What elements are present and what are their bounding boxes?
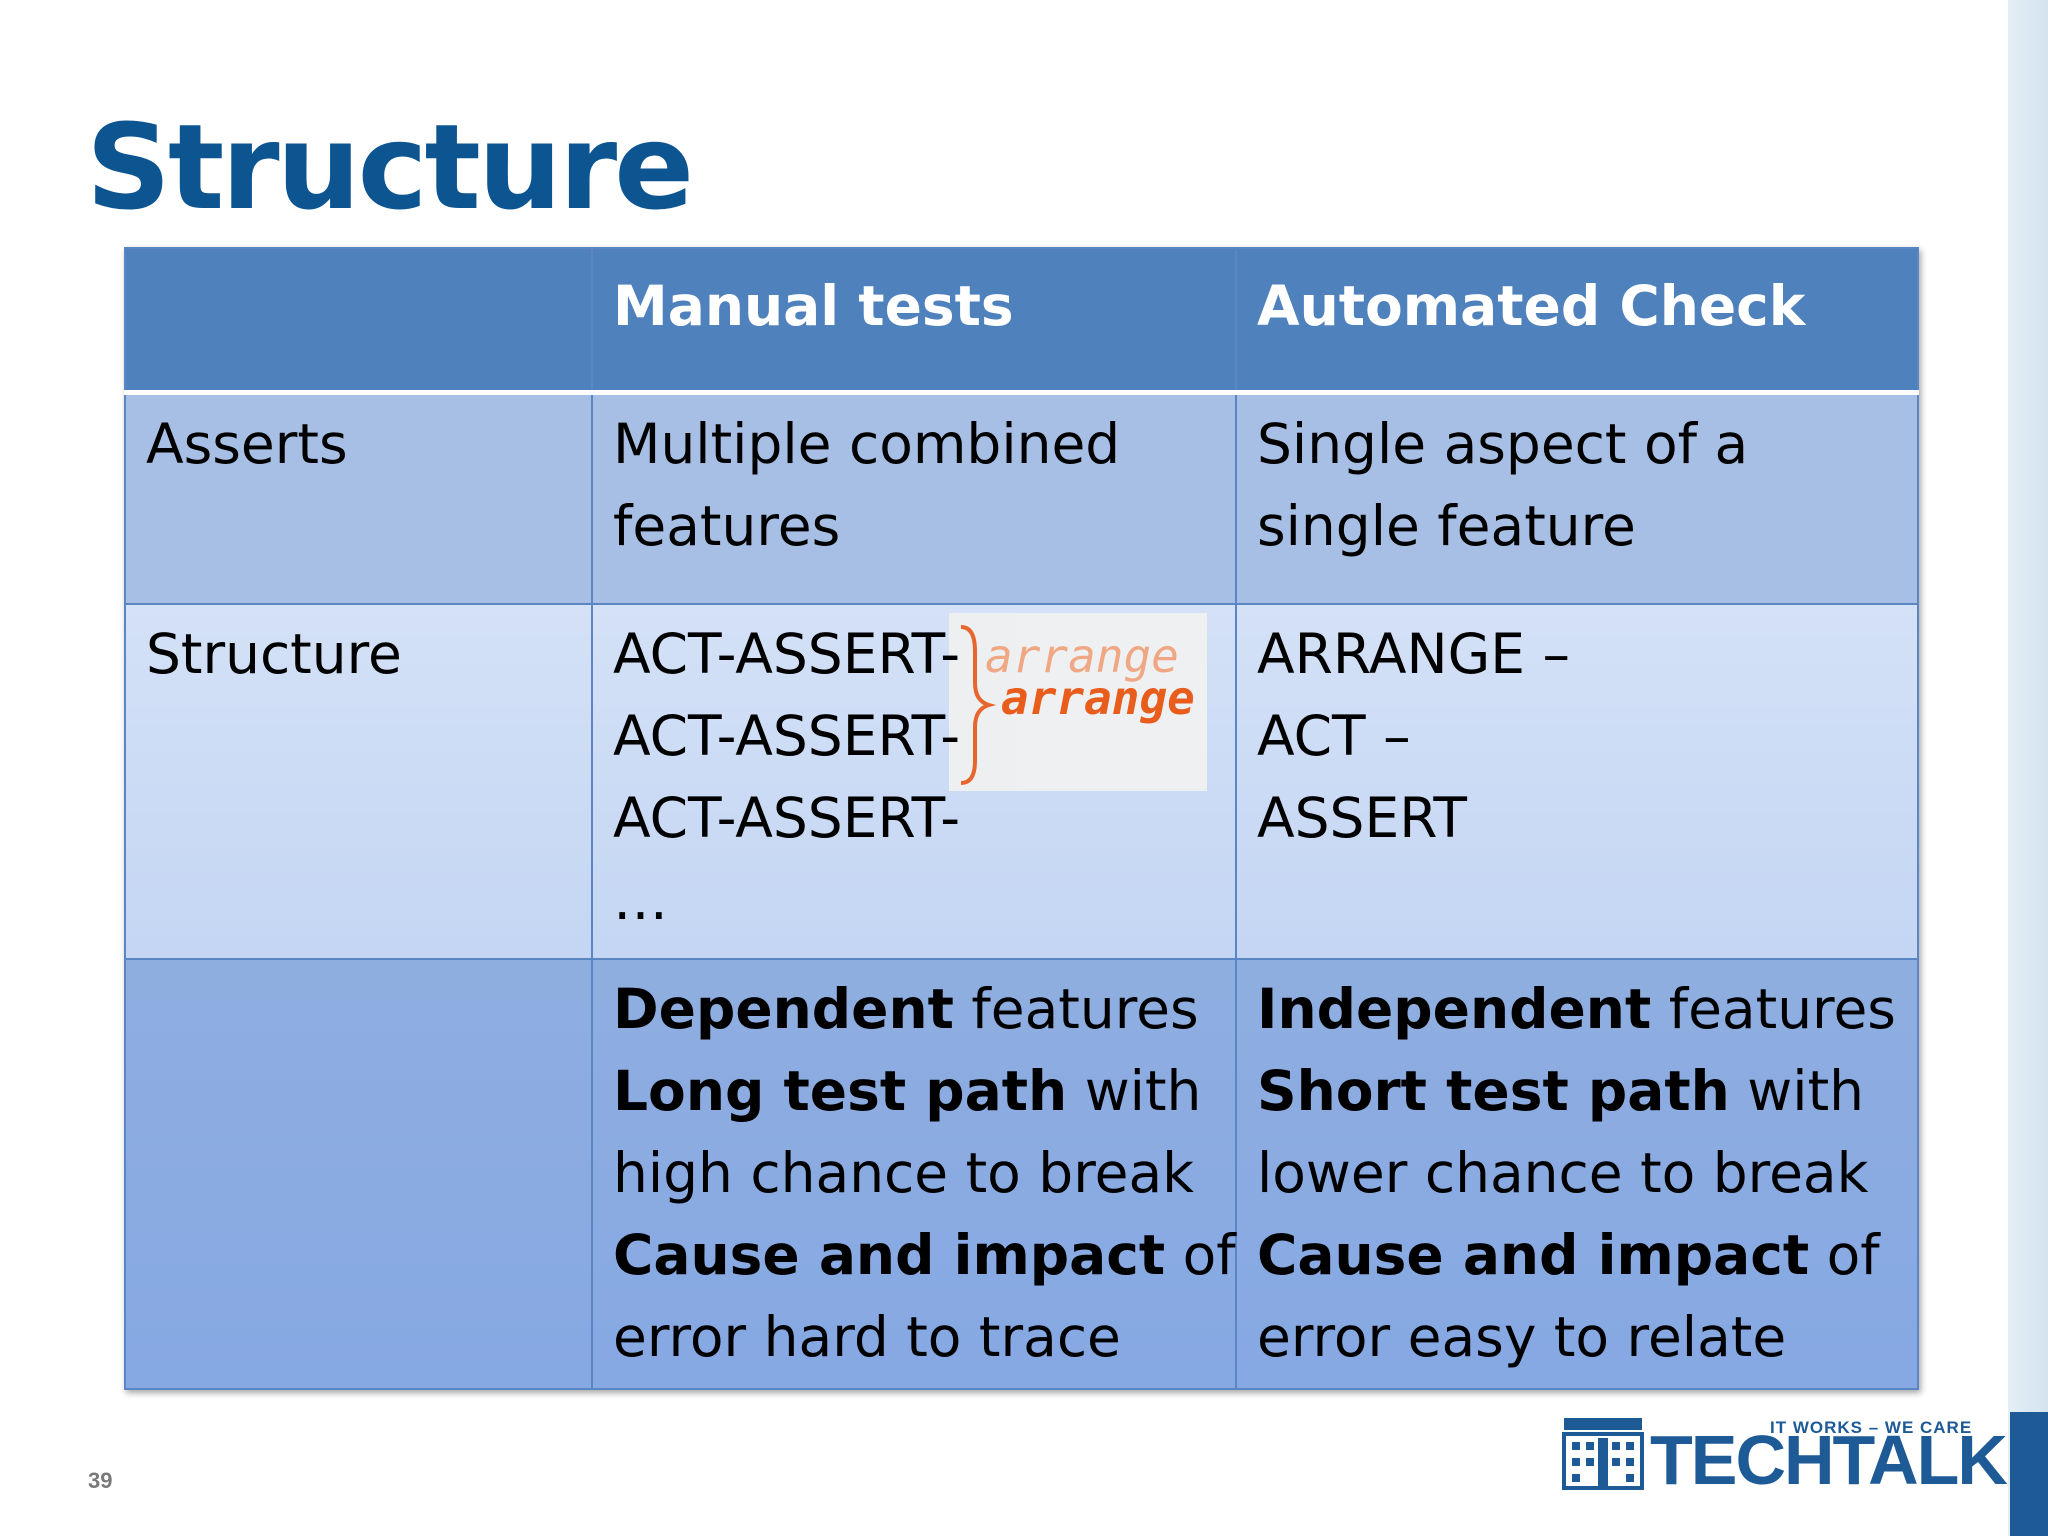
cell-line: lower chance to break <box>1257 1141 1869 1205</box>
row-label-empty <box>124 958 593 1390</box>
table-row-structure: Structure arrange arrange ACT-ASSERT- AC… <box>124 603 1919 960</box>
characteristics-automated-cell: Independent features Short test path wit… <box>1235 958 1919 1390</box>
cell-line: high chance to break <box>613 1141 1195 1205</box>
logo-brand-name: TECHTALK <box>1650 1421 2008 1499</box>
row-label-asserts: Asserts <box>124 391 593 605</box>
row-label-structure: Structure <box>124 603 593 960</box>
comparison-table: Manual tests Automated Check Asserts Mul… <box>124 247 1919 1390</box>
cell-line: single feature <box>1257 494 1636 558</box>
header-manual-tests: Manual tests <box>591 247 1237 395</box>
arrange-overlay-image <box>949 613 1207 791</box>
cell-line: ARRANGE – <box>1257 622 1570 686</box>
cell-line: features <box>613 494 841 558</box>
cell-line: ACT-ASSERT- <box>613 786 961 850</box>
cell-line: error hard to trace <box>613 1305 1121 1369</box>
cell-line: Cause and impact of <box>613 1223 1236 1287</box>
cell-line: Multiple combined <box>613 412 1121 476</box>
structure-automated-cell: ARRANGE – ACT – ASSERT <box>1235 603 1919 960</box>
asserts-manual-cell: Multiple combined features <box>591 391 1237 605</box>
cell-line: error easy to relate <box>1257 1305 1787 1369</box>
cell-line: ACT-ASSERT- <box>613 704 961 768</box>
cell-line: Single aspect of a <box>1257 412 1749 476</box>
arrange-label: arrange <box>1001 671 1195 725</box>
slide-title: Structure <box>86 98 694 236</box>
side-decoration-strip <box>2008 0 2048 1536</box>
structure-manual-content: arrange arrange ACT-ASSERT- ACT-ASSERT- … <box>613 613 1215 941</box>
cell-line: Short test path with <box>1257 1059 1864 1123</box>
header-cell-empty <box>124 247 593 395</box>
logo-tagline: IT WORKS – WE CARE <box>1770 1418 1973 1437</box>
cell-line: ASSERT <box>1257 786 1468 850</box>
cell-line: ACT-ASSERT- <box>613 622 961 686</box>
techtalk-logo <box>1562 1412 1970 1492</box>
table-header-row: Manual tests Automated Check <box>124 247 1919 395</box>
cell-line: Independent features <box>1257 977 1896 1041</box>
table-row-characteristics: Dependent features Long test path with h… <box>124 958 1919 1390</box>
page-number: 39 <box>88 1468 113 1493</box>
cell-line: Dependent features <box>613 977 1199 1041</box>
building-icon <box>1562 1418 1644 1490</box>
side-decoration-block <box>2010 1412 2048 1536</box>
cell-line: … <box>613 868 668 932</box>
table-row-asserts: Asserts Multiple combined features Singl… <box>124 391 1919 605</box>
cell-line: Cause and impact of <box>1257 1223 1880 1287</box>
characteristics-manual-cell: Dependent features Long test path with h… <box>591 958 1237 1390</box>
header-automated-check: Automated Check <box>1235 247 1919 395</box>
asserts-automated-cell: Single aspect of a single feature <box>1235 391 1919 605</box>
cell-line: ACT – <box>1257 704 1411 768</box>
structure-manual-cell: arrange arrange ACT-ASSERT- ACT-ASSERT- … <box>591 603 1237 960</box>
curly-brace-icon <box>960 625 997 785</box>
arrange-label-faded: arrange <box>985 629 1179 683</box>
cell-line: Long test path with <box>613 1059 1202 1123</box>
